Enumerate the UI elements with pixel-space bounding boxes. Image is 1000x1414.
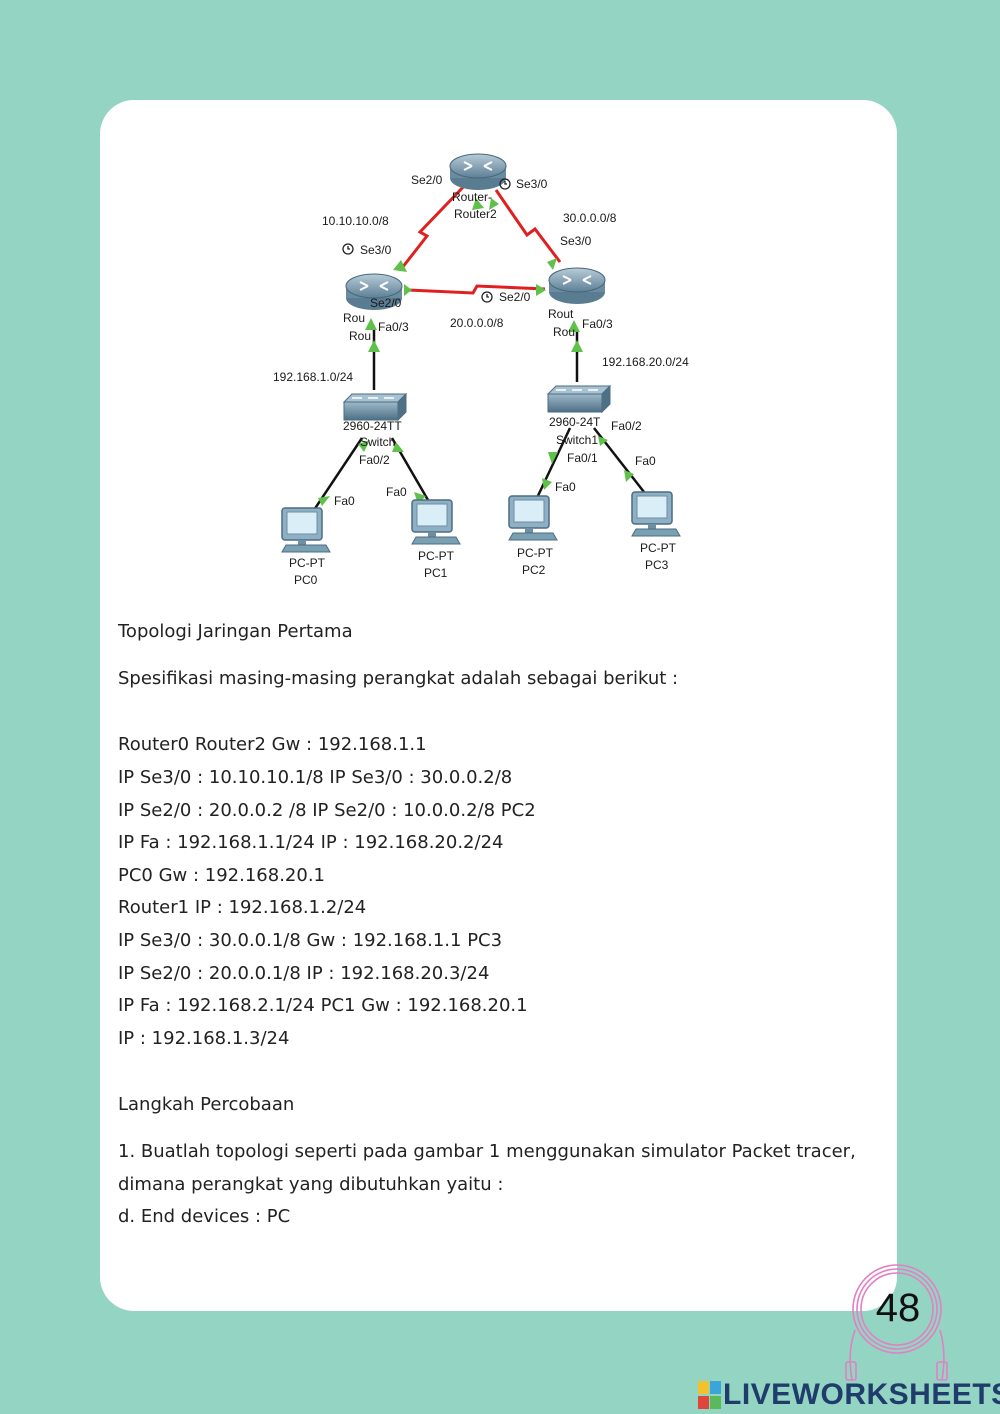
step-line: d. End devices : PC [118,1206,291,1227]
pc-icon-pc3[interactable] [631,491,681,537]
iface-sw0-fa02: Fa0/2 [359,453,390,467]
steps-heading: Langkah Percobaan [118,1094,295,1115]
iface-r1-se30: Se3/0 [560,234,592,248]
page-badge-icon [845,1264,948,1381]
net-label-r2-r1: 30.0.0.0/8 [563,211,617,225]
page-card [100,100,897,1311]
liveworksheets-logo-icon [698,1381,721,1409]
brand-logo: LIVEWORKSHEETS [697,1378,1000,1412]
pc0-model: PC-PT [289,556,326,570]
spec-line: Router1 IP : 192.168.1.2/24 [118,897,367,918]
serial-link-r0-r1 [407,284,546,295]
port-indicators [318,198,634,506]
page-number: 48 [875,1286,921,1330]
iface-r0-se30: Se3/0 [360,243,392,257]
iface-r2-se20: Se2/0 [411,173,443,187]
iface-r0-fa03: Fa0/3 [378,320,409,334]
spec-line: PC0 Gw : 192.168.20.1 [118,865,326,886]
spec-line: IP Fa : 192.168.2.1/24 PC1 Gw : 192.168.… [118,995,528,1016]
iface-r1-fa03: Fa0/3 [582,317,613,331]
step-line: dimana perangkat yang dibutuhkan yaitu : [118,1174,504,1195]
pc2-model: PC-PT [517,546,554,560]
spec-line: Router0 Router2 Gw : 192.168.1.1 [118,734,427,755]
pc0-name: PC0 [294,573,318,587]
switch1-model: 2960-24T [549,415,601,429]
pc-icon-pc1[interactable] [411,499,461,545]
clock-icon [342,178,511,303]
iface-pc2-fa0: Fa0 [555,480,576,494]
iface-r2-se30: Se3/0 [516,177,548,191]
switch1-label: Switch1 [556,433,598,447]
router2-label-top: Router- [452,190,492,204]
brand-name[interactable]: LIVEWORKSHEETS [723,1378,1000,1411]
router2-label: Router2 [454,207,497,221]
router0-label-top: Rou [343,311,365,325]
spec-line: IP Se2/0 : 20.0.0.1/8 IP : 192.168.20.3/… [118,963,490,984]
pc-icon-pc2[interactable] [508,495,558,541]
pc2-name: PC2 [522,563,546,577]
spec-line: IP Se2/0 : 20.0.0.2 /8 IP Se2/0 : 10.0.0… [118,800,536,821]
iface-r1-se20: Se2/0 [499,290,531,304]
pc-icon-pc0[interactable] [281,507,331,553]
serial-link-r2-r1 [494,189,562,263]
net-label-lan0: 192.168.1.0/24 [273,370,353,384]
switch-icon-switch1[interactable] [547,385,611,413]
switch0-model: 2960-24TT [343,419,402,433]
spec-line: IP Se3/0 : 30.0.0.1/8 Gw : 192.168.1.1 P… [118,930,503,951]
spec-line: IP Se3/0 : 10.10.10.1/8 IP Se3/0 : 30.0.… [118,767,513,788]
iface-sw1-fa01: Fa0/1 [567,451,598,465]
iface-pc3-fa0: Fa0 [635,454,656,468]
spec-line: IP : 192.168.1.3/24 [118,1028,290,1049]
pc3-model: PC-PT [640,541,677,555]
iface-pc1-fa0: Fa0 [386,485,407,499]
spec-line: IP Fa : 192.168.1.1/24 IP : 192.168.20.2… [118,832,504,853]
pc3-name: PC3 [645,558,669,572]
router-icon-router2[interactable] [449,153,507,191]
network-topology-diagram: Router- Router2 Rou Rou Rout Rou 2960-24… [273,153,689,587]
iface-pc0-fa0: Fa0 [334,494,355,508]
net-label-r0-r1: 20.0.0.0/8 [450,316,504,330]
ethernet-link-sw1-pc2 [534,427,572,501]
router1-label-top: Rout [548,307,574,321]
spec-intro: Spesifikasi masing-masing perangkat adal… [118,668,679,689]
switch0-label: Switch [360,435,395,449]
router0-label: Rou [349,329,371,343]
router1-label: Rou [553,325,575,339]
serial-link-r0-r2 [400,180,470,269]
switch-icon-switch0[interactable] [343,393,407,421]
step-line: 1. Buatlah topologi seperti pada gambar … [118,1141,856,1162]
pc1-name: PC1 [424,566,448,580]
router-icon-router1[interactable] [548,267,606,305]
net-label-lan1: 192.168.20.0/24 [602,355,689,369]
figure-caption: Topologi Jaringan Pertama [118,621,353,642]
iface-r0-se20: Se2/0 [370,296,402,310]
pc1-model: PC-PT [418,549,455,563]
iface-sw1-fa02: Fa0/2 [611,419,642,433]
net-label-r0-r2: 10.10.10.0/8 [322,214,389,228]
